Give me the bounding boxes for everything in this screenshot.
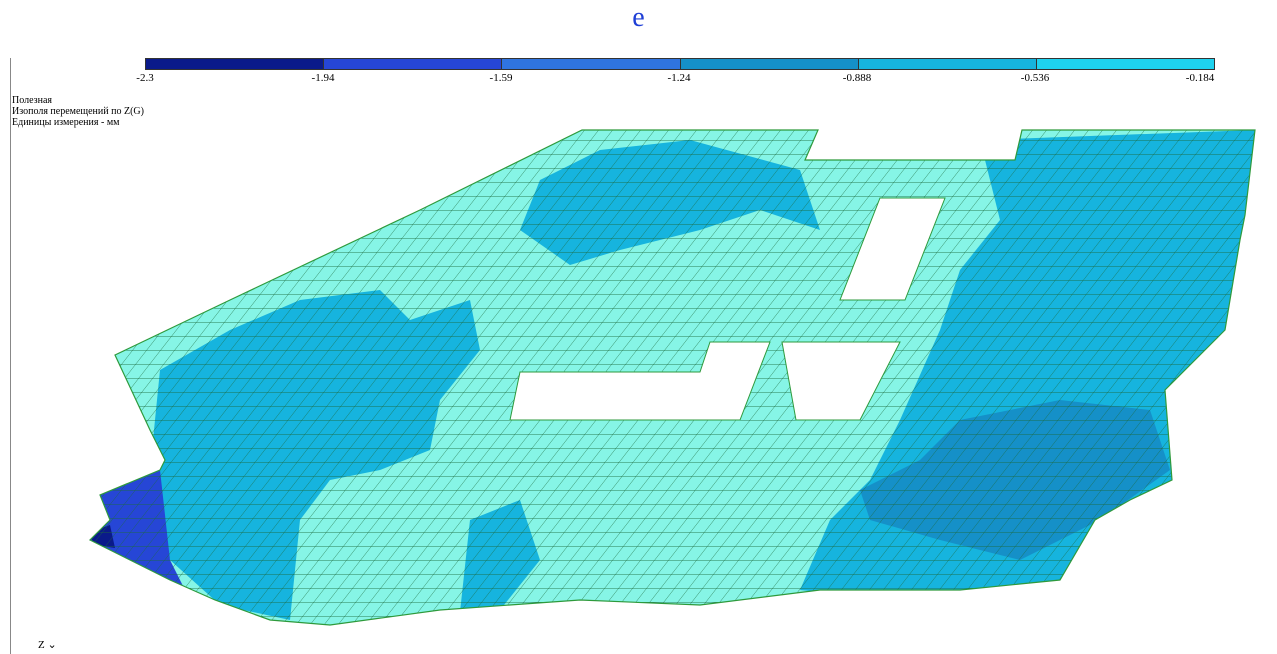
result-type-label: Изополя перемещений по Z(G) bbox=[12, 106, 144, 117]
units-label: Единицы измерения - мм bbox=[12, 117, 120, 128]
legend-tick-1: -2.3 bbox=[136, 72, 154, 84]
axis-arrow-icon: ⌄ bbox=[44, 639, 57, 651]
color-legend: -2.3 -1.94 -1.59 -1.24 -0.888 -0.536 -0.… bbox=[136, 58, 1215, 98]
legend-tick-5: -0.888 bbox=[842, 72, 872, 84]
legend-tick-6: -0.536 bbox=[1020, 72, 1050, 84]
load-case-label: Полезная bbox=[12, 95, 52, 106]
figure-title: e bbox=[632, 2, 645, 33]
legend-tick-4: -1.24 bbox=[667, 72, 691, 84]
legend-tick-7: -0.184 bbox=[1185, 72, 1215, 84]
axis-z-label: Z bbox=[38, 639, 45, 651]
legend-segment-1 bbox=[146, 59, 325, 69]
opening-center bbox=[782, 342, 900, 420]
axis-indicator: Z ⌄ bbox=[38, 638, 57, 651]
legend-tick-2: -1.94 bbox=[311, 72, 335, 84]
opening-outlines bbox=[509, 197, 946, 421]
legend-segment-4 bbox=[680, 59, 859, 69]
result-info: Полезная Изополя перемещений по Z(G) Еди… bbox=[12, 95, 144, 128]
legend-segment-3 bbox=[502, 59, 681, 69]
opening-left bbox=[510, 342, 770, 420]
opening-upper bbox=[840, 198, 945, 300]
legend-segment-6 bbox=[1036, 59, 1215, 69]
legend-tick-3: -1.59 bbox=[489, 72, 513, 84]
legend-bar bbox=[145, 58, 1215, 70]
legend-segment-5 bbox=[858, 59, 1037, 69]
frame-border bbox=[10, 58, 11, 654]
legend-segment-2 bbox=[324, 59, 503, 69]
